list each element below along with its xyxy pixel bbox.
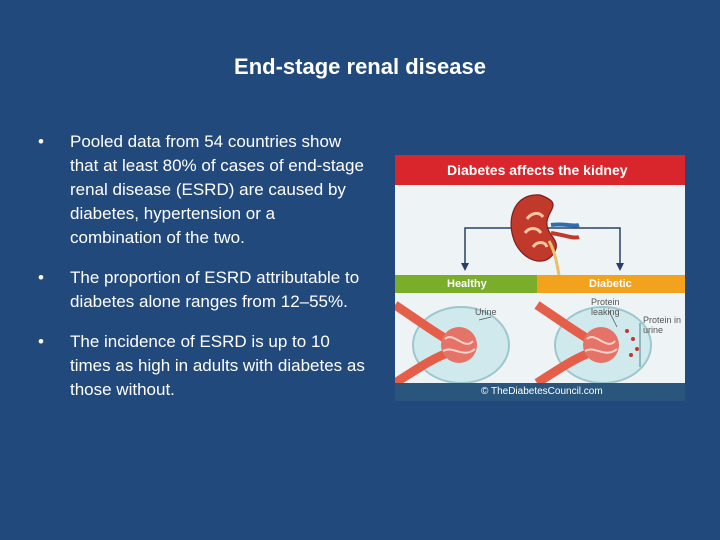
bullet-item: • The incidence of ESRD is up to 10 time… [38, 330, 368, 402]
kidney-icon [510, 194, 580, 276]
bullet-text: Pooled data from 54 countries show that … [70, 132, 364, 247]
protein-in-urine-label: Protein in urine [643, 315, 682, 335]
healthy-glomerulus-icon [395, 301, 510, 387]
figure-header: Diabetes affects the kidney [395, 155, 685, 185]
kidney-figure: Diabetes affects the kidney Healthy Diab… [395, 155, 685, 401]
bullet-item: • The proportion of ESRD attributable to… [38, 266, 368, 314]
bullet-marker: • [38, 332, 44, 351]
figure-footer: © TheDiabetesCouncil.com [395, 383, 685, 401]
diabetic-label: Diabetic [537, 275, 685, 293]
bullet-text: The proportion of ESRD attributable to d… [70, 268, 360, 311]
bullet-marker: • [38, 268, 44, 287]
bullet-text: The incidence of ESRD is up to 10 times … [70, 332, 365, 399]
arrow-right [616, 263, 624, 271]
diabetic-glomerulus-icon [534, 301, 652, 387]
bullet-list: • Pooled data from 54 countries show tha… [38, 130, 368, 418]
urine-label: Urine [475, 307, 497, 317]
urine-pointer [478, 316, 492, 321]
bullet-marker: • [38, 132, 44, 151]
arrow-left [461, 263, 469, 271]
protein-pointer [608, 310, 618, 328]
kidney-illustration [395, 194, 652, 387]
protein-leaking-label: Protein leaking [591, 297, 620, 317]
slide-title: End-stage renal disease [234, 54, 486, 79]
healthy-label: Healthy [395, 275, 537, 293]
bullet-item: • Pooled data from 54 countries show tha… [38, 130, 368, 250]
